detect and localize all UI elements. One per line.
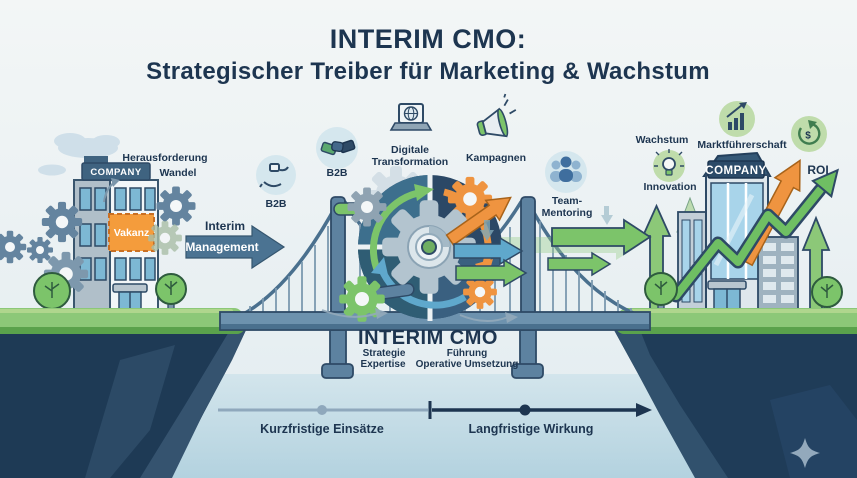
left-company-sign-label: COMPANY (90, 167, 142, 178)
sparkle-icon (790, 438, 820, 468)
digital-label-line1: Digitale (391, 144, 429, 156)
handshake-icon (320, 139, 356, 156)
management-label: Management (185, 240, 258, 254)
team-label-line2: Mentoring (542, 207, 593, 219)
sign-post (84, 156, 108, 166)
capability-digital (389, 103, 433, 131)
bridge-pillar-strategie: Strategie (363, 348, 406, 359)
wachstum-label: Wachstum (636, 134, 689, 146)
long-green-arrow (551, 218, 652, 256)
right-grass (616, 308, 857, 334)
growth-chart-icon (726, 102, 747, 130)
capability-handshake (316, 127, 358, 169)
left-scene (0, 156, 196, 315)
timeline-right-dot (519, 404, 531, 416)
interim-management-arrow (185, 224, 286, 270)
right-scene (641, 151, 843, 318)
innovation-label: Innovation (643, 181, 696, 193)
roi-cycle-icon: $ (798, 120, 821, 145)
swoosh-arrows (321, 308, 518, 323)
outcome-roi: $ (791, 116, 827, 152)
capability-team-mentoring (545, 151, 587, 193)
outcome-marktfuehrerschaft (719, 101, 755, 137)
vacancy-box (108, 213, 155, 252)
roi-label: ROI (807, 163, 828, 177)
right-cliff (614, 330, 857, 478)
team-icon (550, 156, 582, 182)
timeline: Kurzfristige Einsätze Langfristige Wirku… (218, 401, 652, 436)
tree (644, 272, 678, 316)
bridge-pillar-fuehrung: Führung (447, 348, 488, 359)
timeline-right-label: Langfristige Wirkung (469, 422, 594, 436)
team-label-line1: Team- (552, 195, 583, 207)
roi-dollar-symbol: $ (805, 131, 811, 142)
door-awning (707, 280, 747, 290)
page-title: INTERIM CMO: (330, 24, 526, 54)
small-down-arrow (480, 220, 494, 241)
b2b-handshake-label: B2B (326, 167, 347, 179)
gray-gear (347, 187, 387, 227)
campaigns-label: Kampagnen (466, 152, 526, 164)
output-arrow-green (455, 258, 528, 288)
left-company-building (73, 156, 159, 315)
marktfuehrerschaft-label: Marktführerschaft (697, 139, 787, 151)
growth-zigzag-arrow (669, 168, 840, 303)
timeline-arrowhead (636, 403, 652, 417)
interim-label: Interim (205, 219, 245, 233)
outcome-innovation (653, 149, 685, 182)
bridge-pillar-expertise: Expertise (360, 359, 405, 370)
tree (33, 272, 71, 317)
left-windows (79, 187, 156, 281)
change-label: Wandel (160, 167, 197, 179)
right-company-sign-label: COMPANY (705, 165, 766, 177)
challenge-gears (0, 178, 196, 297)
vacancy-label: Vakanz (114, 227, 150, 239)
b2b-hands-label: B2B (265, 198, 286, 210)
timeline-left-label: Kurzfristige Einsätze (260, 422, 384, 436)
right-company-banner (707, 160, 765, 179)
small-down-arrow (601, 206, 613, 225)
clouds (38, 133, 120, 176)
page-subtitle: Strategischer Treiber für Marketing & Wa… (146, 58, 710, 85)
capability-campaigns (476, 93, 517, 138)
right-annex-building (757, 236, 799, 314)
lightbulb-icon (654, 149, 684, 176)
giving-hands-icon (259, 163, 289, 188)
small-green-arrow (547, 251, 612, 277)
megaphone-icon (476, 93, 517, 138)
output-arrow-orange (445, 196, 512, 246)
door-awning (112, 283, 148, 293)
output-arrow-blue (453, 236, 524, 266)
bridge-title: INTERIM CMO (358, 327, 498, 349)
challenge-label: Herausforderung (122, 152, 207, 164)
left-cliff (0, 330, 246, 478)
digital-label-line2: Transformation (372, 156, 448, 168)
timeline-left-dot (317, 405, 327, 415)
laptop-globe-icon (389, 103, 433, 131)
bridge-pillar-umsetzung: Operative Umsetzung (416, 359, 519, 370)
gear-hub (333, 166, 613, 322)
capability-giving-hands (256, 155, 296, 195)
left-grass (0, 308, 245, 334)
main-gear (382, 200, 476, 294)
